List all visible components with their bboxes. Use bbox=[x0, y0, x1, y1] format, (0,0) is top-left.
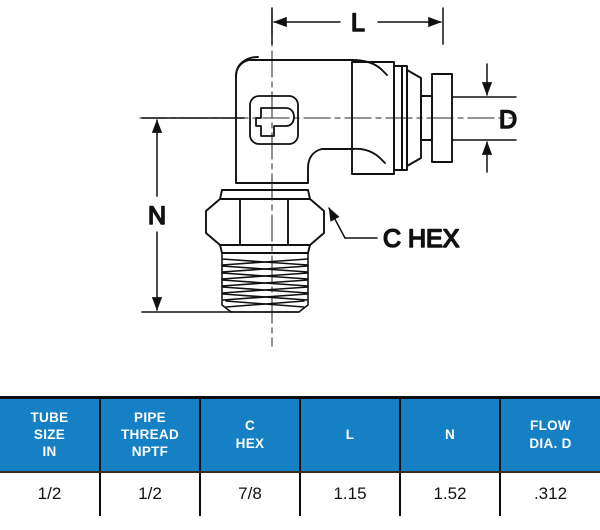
elbow-corner-radius bbox=[235, 56, 259, 77]
thread-root-4 bbox=[221, 279, 309, 287]
table-header-row: TUBE SIZE IN PIPE THREAD NPTF C HEX L bbox=[0, 396, 600, 473]
c-hex-leader-arrow bbox=[328, 207, 346, 239]
tube-stem bbox=[351, 61, 453, 175]
stem-end-flange bbox=[431, 73, 453, 163]
header-line: L bbox=[345, 427, 355, 443]
parker-logo-icon bbox=[249, 95, 299, 145]
technical-drawing: L D bbox=[139, 7, 518, 347]
dimension-N bbox=[141, 117, 245, 313]
hex-outline bbox=[205, 198, 325, 246]
header-line: DIA. D bbox=[529, 435, 572, 451]
dimension-D bbox=[451, 63, 517, 173]
logo-p-glyph bbox=[255, 107, 295, 137]
header-line: TUBE bbox=[30, 409, 69, 425]
male-thread bbox=[221, 252, 309, 313]
thread-root-2 bbox=[221, 265, 309, 273]
header-line: N bbox=[444, 427, 456, 443]
callout-label-c-hex: C HEX bbox=[383, 225, 460, 253]
header-line: FLOW bbox=[530, 418, 571, 434]
cell-l: 1.15 bbox=[299, 471, 401, 516]
fitting-drawing-svg: L D bbox=[139, 7, 518, 347]
cell-n: 1.52 bbox=[399, 471, 501, 516]
thread-root-7 bbox=[225, 300, 305, 308]
table-row: 1/2 1/2 7/8 1.15 1.52 .312 bbox=[0, 471, 600, 516]
logo-outer-square bbox=[249, 95, 299, 145]
cell-pipe-thread-nptf: 1/2 bbox=[99, 471, 201, 516]
header-line: THREAD bbox=[120, 427, 180, 443]
column-header-l: L bbox=[299, 396, 401, 473]
column-header-c-hex: C HEX bbox=[199, 396, 301, 473]
cell-c-hex: 7/8 bbox=[199, 471, 301, 516]
spec-table: TUBE SIZE IN PIPE THREAD NPTF C HEX L bbox=[0, 396, 600, 516]
dimension-L bbox=[271, 7, 444, 45]
thread-root-5 bbox=[221, 286, 309, 294]
column-header-n: N bbox=[399, 396, 501, 473]
header-line: PIPE bbox=[134, 409, 166, 425]
column-header-tube-size-in: TUBE SIZE IN bbox=[0, 396, 101, 473]
header-line: NPTF bbox=[131, 444, 169, 460]
hex-nut bbox=[205, 189, 325, 254]
stem-taper bbox=[406, 69, 422, 167]
header-line: SIZE bbox=[33, 427, 66, 443]
dimension-label-N: N bbox=[148, 202, 166, 230]
thread-root-3 bbox=[221, 272, 309, 280]
dimension-label-D: D bbox=[499, 106, 517, 134]
spec-table-container: TUBE SIZE IN PIPE THREAD NPTF C HEX L bbox=[0, 396, 600, 530]
elbow-inner-fillet bbox=[307, 147, 386, 184]
dimension-label-L: L bbox=[351, 9, 365, 37]
column-header-flow-dia-d: FLOW DIA. D bbox=[499, 396, 600, 473]
thread-root-6 bbox=[222, 293, 308, 301]
column-header-pipe-thread-nptf: PIPE THREAD NPTF bbox=[99, 396, 201, 473]
hex-bottom-shoulder bbox=[219, 244, 311, 254]
header-line: IN bbox=[42, 444, 57, 460]
elbow-body bbox=[235, 56, 388, 184]
callout-c-hex bbox=[328, 207, 378, 239]
cell-flow-dia-d: .312 bbox=[499, 471, 600, 516]
thread-root-1 bbox=[221, 258, 309, 266]
cell-tube-size-in: 1/2 bbox=[0, 471, 101, 516]
header-line: HEX bbox=[235, 435, 265, 451]
hex-top-chamfer bbox=[219, 189, 311, 200]
header-line: C bbox=[244, 418, 256, 434]
